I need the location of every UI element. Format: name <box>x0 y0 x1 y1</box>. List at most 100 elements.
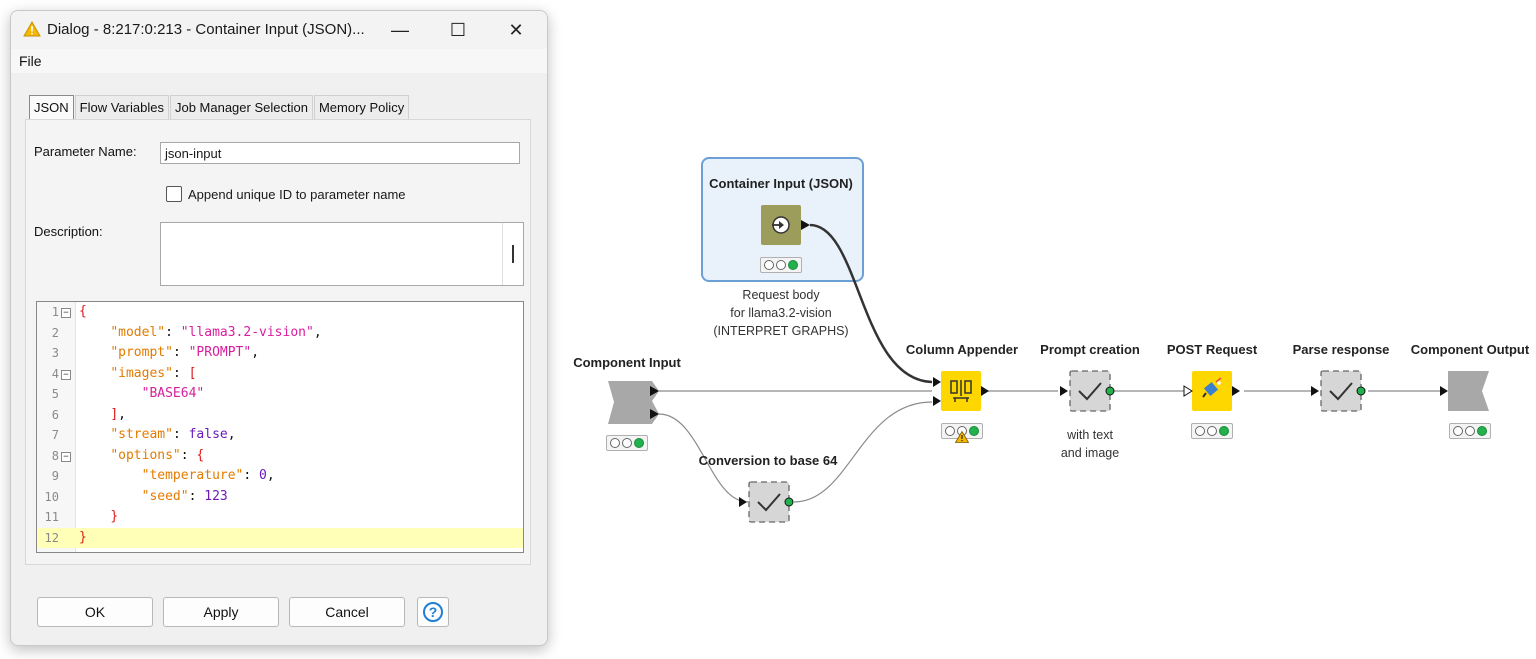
scrollbar-thumb[interactable] <box>512 245 514 263</box>
fold-toggle-icon[interactable]: − <box>61 308 71 318</box>
status-light-yellow <box>776 260 786 270</box>
prompt-creation-annotation[interactable]: with text and image <box>1061 426 1119 462</box>
parameter-name-input[interactable]: json-input <box>160 142 520 164</box>
code-line[interactable]: 11 } <box>37 507 523 528</box>
status-light-green <box>1219 426 1229 436</box>
minimize-button[interactable]: — <box>391 19 409 40</box>
container-input-status <box>760 257 802 273</box>
code-line[interactable]: 2 "model": "llama3.2-vision", <box>37 323 523 344</box>
status-light-yellow <box>1207 426 1217 436</box>
dialog-titlebar[interactable]: Dialog - 8:217:0:213 - Container Input (… <box>11 11 547 49</box>
line-number: 8 <box>51 448 59 463</box>
component-output-label[interactable]: Component Output <box>1410 342 1530 357</box>
post-request-status <box>1191 423 1233 439</box>
description-textarea[interactable] <box>160 222 524 286</box>
column-appender-label[interactable]: Column Appender <box>905 342 1019 357</box>
status-light-red <box>1195 426 1205 436</box>
warning-icon[interactable] <box>955 431 969 443</box>
help-button[interactable]: ? <box>417 597 449 627</box>
description-scrollbar[interactable] <box>502 223 523 285</box>
line-number: 10 <box>44 489 59 504</box>
port-arrow <box>933 396 941 406</box>
component-input-status <box>606 435 648 451</box>
parse-response-label[interactable]: Parse response <box>1292 342 1390 357</box>
code-line[interactable]: 6 ], <box>37 405 523 426</box>
status-light-green <box>969 426 979 436</box>
annotation-line: with text <box>1067 428 1113 442</box>
settings-panel: JSON Flow Variables Job Manager Selectio… <box>25 95 531 565</box>
component-input-label[interactable]: Component Input <box>573 355 681 370</box>
port-dot <box>1105 386 1115 396</box>
cancel-button[interactable]: Cancel <box>289 597 405 627</box>
json-tab-content: Parameter Name: json-input Append unique… <box>25 119 531 565</box>
code-text: "BASE64" <box>141 386 205 401</box>
column-appender-icon <box>950 380 972 402</box>
container-input-label[interactable]: Container Input (JSON) <box>709 176 853 191</box>
checkmark-icon <box>757 493 781 512</box>
fold-toggle-icon[interactable]: − <box>61 369 71 380</box>
port-arrow <box>1311 386 1319 396</box>
line-number: 1 <box>51 305 59 319</box>
code-line[interactable]: 5 "BASE64" <box>37 384 523 405</box>
port-arrow <box>1440 386 1448 396</box>
prompt-creation-label[interactable]: Prompt creation <box>1040 342 1140 357</box>
connection-conversion-to-appender <box>793 401 933 503</box>
conversion-label[interactable]: Conversion to base 64 <box>698 453 838 468</box>
menu-file[interactable]: File <box>19 53 42 69</box>
fold-toggle-icon[interactable]: − <box>61 451 71 462</box>
append-id-label: Append unique ID to parameter name <box>188 186 406 202</box>
tab-memory-policy[interactable]: Memory Policy <box>313 95 410 120</box>
code-line[interactable]: 3 "prompt": "PROMPT", <box>37 343 523 364</box>
apply-button[interactable]: Apply <box>163 597 279 627</box>
code-text: { <box>79 304 87 319</box>
maximize-button[interactable]: ☐ <box>449 19 467 40</box>
code-line[interactable]: 9 "temperature": 0, <box>37 466 523 487</box>
status-light-red <box>610 438 620 448</box>
code-line[interactable]: 7 "stream": false, <box>37 425 523 446</box>
parameter-name-label: Parameter Name: <box>34 144 137 159</box>
tab-flow-variables[interactable]: Flow Variables <box>74 95 169 120</box>
checkmark-icon <box>1078 382 1102 401</box>
port-arrow <box>650 409 659 419</box>
line-number: 5 <box>51 387 59 401</box>
code-line[interactable]: 1−{ <box>37 302 523 323</box>
checkmark-icon <box>1329 382 1353 401</box>
json-editor[interactable]: 1−{2 "model": "llama3.2-vision",3 "promp… <box>36 301 524 553</box>
port-arrow <box>801 220 810 230</box>
workflow-canvas[interactable]: Container Input (JSON) Request body for … <box>560 0 1536 659</box>
code-text: "temperature": 0, <box>141 468 275 483</box>
port-arrow-hollow <box>1183 385 1193 397</box>
line-number: 11 <box>44 510 59 524</box>
tab-job-manager-selection[interactable]: Job Manager Selection <box>169 95 313 120</box>
tab-json[interactable]: JSON <box>29 95 74 121</box>
conversion-node <box>748 481 790 523</box>
menu-bar: File <box>11 49 547 73</box>
line-number: 9 <box>51 469 59 483</box>
warning-triangle-icon <box>23 21 41 37</box>
line-number: 7 <box>51 428 59 442</box>
annotation-line: and image <box>1060 446 1120 460</box>
append-id-checkbox[interactable] <box>166 186 182 202</box>
code-text: "prompt": "PROMPT", <box>110 345 260 360</box>
component-output-node <box>1448 371 1489 411</box>
append-id-row[interactable]: Append unique ID to parameter name <box>166 186 406 202</box>
tab-bar: JSON Flow Variables Job Manager Selectio… <box>29 95 410 121</box>
connection-container-to-appender <box>809 223 933 384</box>
status-light-green <box>634 438 644 448</box>
status-light-green <box>1477 426 1487 436</box>
code-line[interactable]: 12} <box>37 527 523 548</box>
component-input-node <box>608 381 659 424</box>
port-dot <box>1356 386 1366 396</box>
ok-button[interactable]: OK <box>37 597 153 627</box>
container-input-annotation[interactable]: Request body for llama3.2-vision (INTERP… <box>713 286 848 340</box>
close-button[interactable]: ✕ <box>508 19 524 40</box>
port-arrow <box>1232 386 1240 396</box>
post-request-label[interactable]: POST Request <box>1166 342 1258 357</box>
code-line[interactable]: 10 "seed": 123 <box>37 487 523 508</box>
code-line[interactable]: 8− "options": { <box>37 446 523 467</box>
code-line[interactable]: 4− "images": [ <box>37 364 523 385</box>
annotation-line: for llama3.2-vision <box>730 306 832 320</box>
code-text: } <box>79 529 87 545</box>
line-number: 3 <box>51 346 59 360</box>
line-number: 2 <box>51 325 59 340</box>
